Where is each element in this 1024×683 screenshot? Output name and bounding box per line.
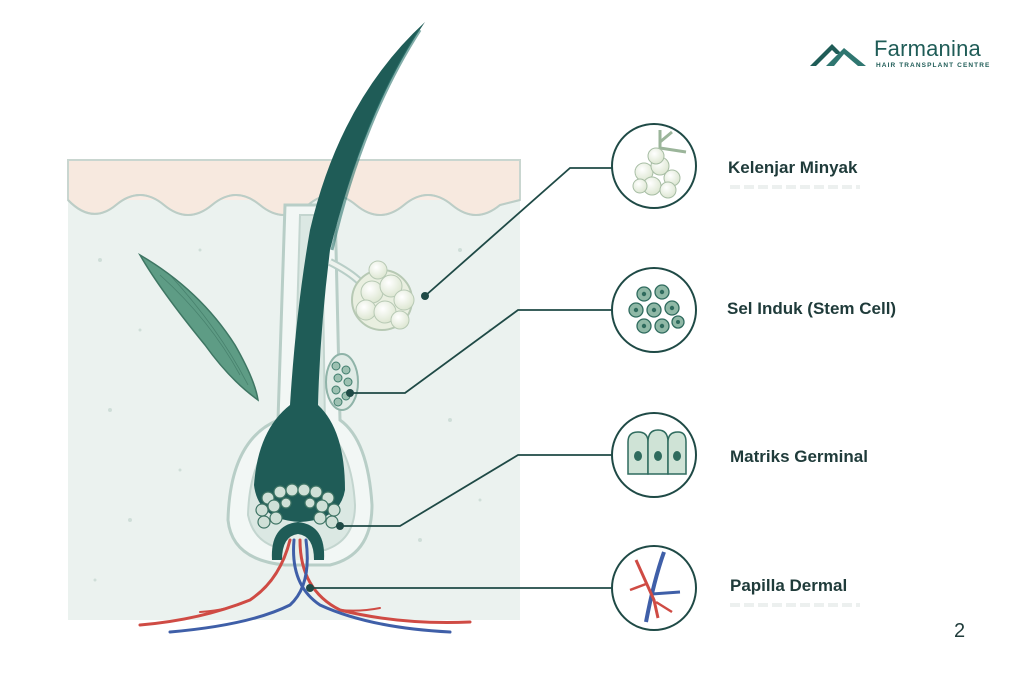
label-sel-induk: Sel Induk (Stem Cell): [727, 299, 897, 318]
brand-logo: Farmanina HAIR TRANSPLANT CENTRE: [808, 36, 1008, 76]
sebaceous-gland-icon: [611, 123, 697, 209]
germinal-matrix-icon: [611, 412, 697, 498]
page-number: 2: [954, 620, 966, 642]
sebaceous-gland: [351, 260, 415, 331]
hair-shaft: [254, 22, 425, 522]
arrector-pili-muscle: [137, 252, 260, 402]
label-underline-decoration: [730, 603, 860, 607]
label-matriks-germinal: Matriks Germinal: [730, 447, 868, 466]
leader-lines: [310, 167, 612, 589]
stem-cell-icon: [611, 267, 697, 353]
label-kelenjar-minyak: Kelenjar Minyak: [728, 158, 858, 177]
germinal-matrix: [255, 483, 341, 529]
mountain-logo-icon: [810, 44, 866, 66]
brand-name: Farmanina: [874, 36, 981, 61]
label-papilla-dermal: Papilla Dermal: [730, 576, 848, 595]
brand-tagline: HAIR TRANSPLANT CENTRE: [876, 62, 991, 69]
dermal-papilla-icon: [611, 545, 697, 631]
label-underline-decoration: [730, 185, 860, 189]
blood-vessels: [138, 538, 472, 634]
stem-cell-bulge: [325, 353, 359, 411]
